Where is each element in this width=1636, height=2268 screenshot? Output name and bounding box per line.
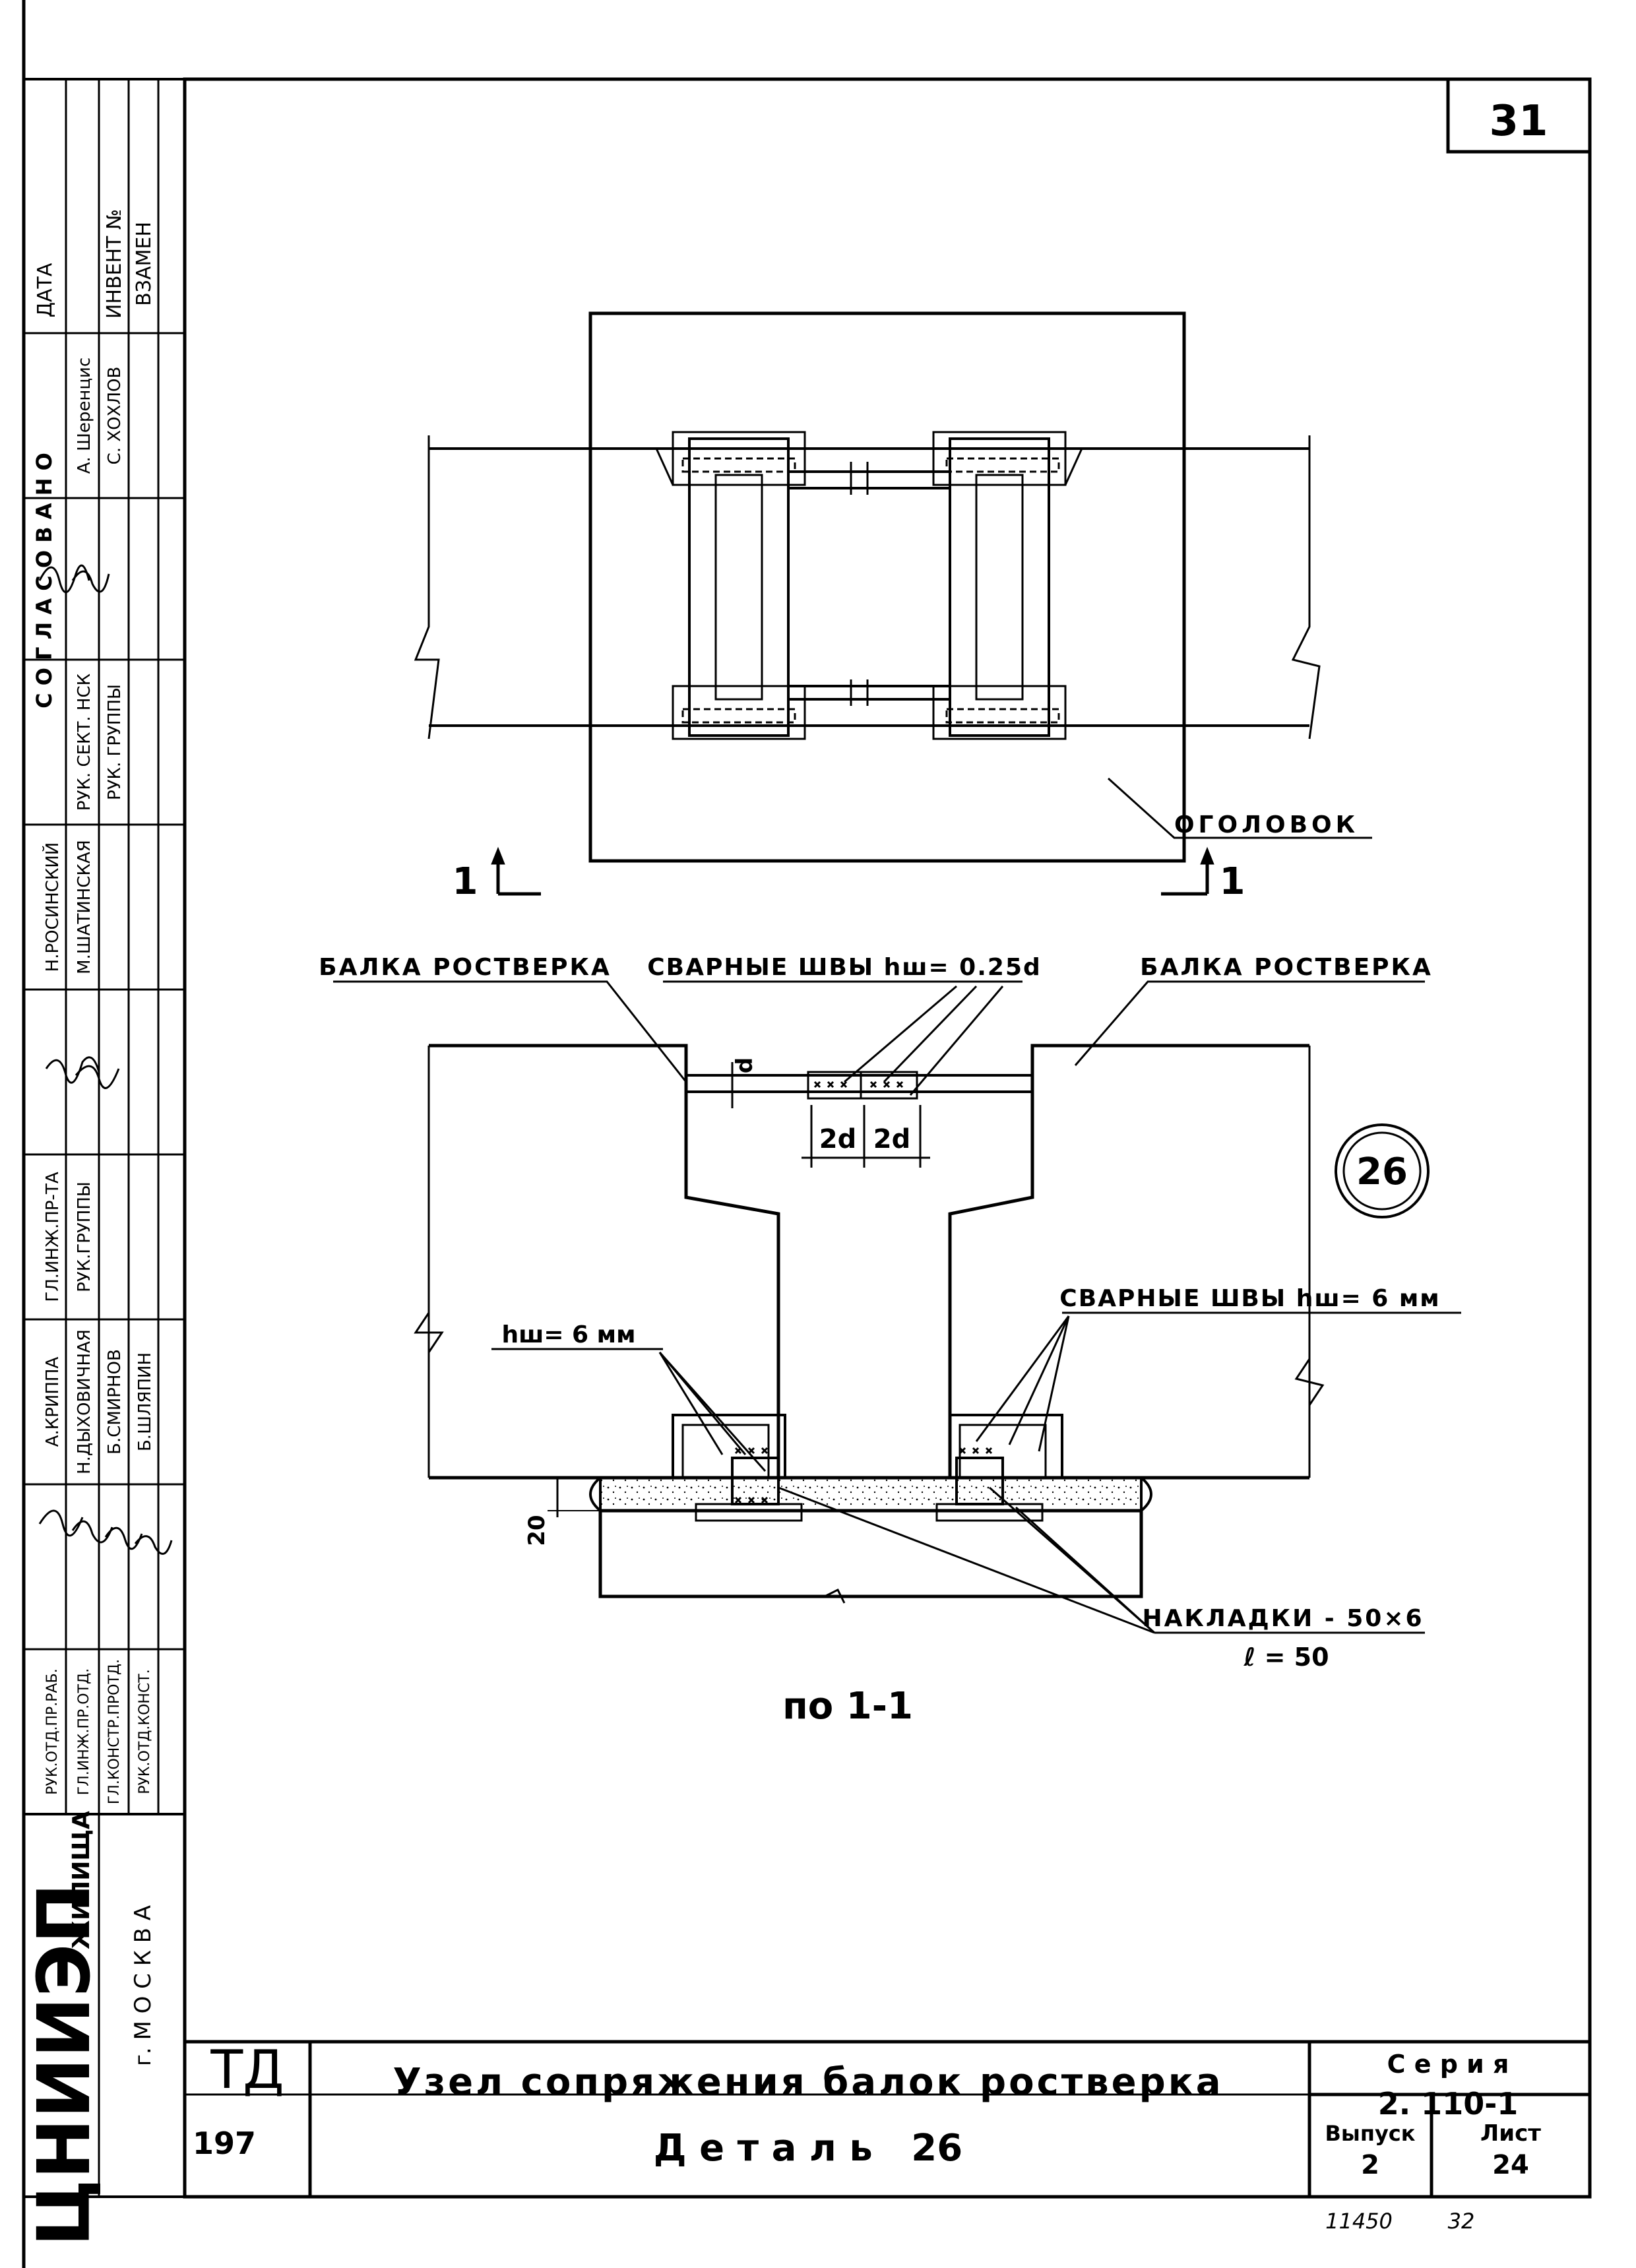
series-value: 2. 110-1 — [1378, 2086, 1519, 2122]
stamp-name-b-1: Н.РОСИНСКИЙ — [42, 842, 63, 972]
stamp-replace-header: ВЗАМЕН — [133, 222, 156, 306]
section-mark-left-label: 1 — [453, 860, 478, 903]
plates-label-2: ℓ = 50 — [1243, 1643, 1329, 1672]
page-number: 31 — [1489, 97, 1548, 146]
stamp-role-b-2: РУК.ГРУППЫ — [75, 1181, 94, 1292]
section-mark-right-label: 1 — [1220, 860, 1245, 903]
weld-marks — [734, 1081, 993, 1504]
stamp-role-a-3: ГЛ.КОНСТР.ПРОТД. — [106, 1659, 123, 1804]
signatures — [38, 564, 173, 1555]
weld-top-label: СВАРНЫЕ ШВЫ hш= 0.25d — [647, 954, 1042, 981]
stamp-role-a-4: РУК.ОТД.КОНСТ. — [137, 1669, 153, 1794]
plates-label-1: НАКЛАДКИ - 50×6 — [1142, 1605, 1424, 1632]
org-suffix: ЖИЛИЩА — [68, 1811, 95, 1949]
beam-outline — [429, 1044, 1309, 1478]
stamp-role-b-1: ГЛ.ИНЖ.ПР-ТА — [43, 1172, 63, 1302]
weld-left-label: hш= 6 мм — [502, 1321, 636, 1348]
bottom-note-left: 11450 — [1325, 2209, 1393, 2234]
dim-2d-left: 2d — [819, 1124, 856, 1154]
beam-right-label: БАЛКА РОСТВЕРКА — [1140, 954, 1433, 981]
section-caption: по 1-1 — [782, 1685, 913, 1728]
section-mark-right — [1161, 846, 1214, 896]
title-code: ТД — [210, 2039, 284, 2100]
stamp-name-b-2: М.ШАТИНСКАЯ — [75, 840, 94, 974]
stamp-date-header: ДАТА — [34, 263, 57, 317]
series-label: С е р и я — [1387, 2050, 1509, 2079]
head-label: ОГОЛОВОК — [1174, 811, 1359, 838]
stamp-role-a-2: ГЛ.ИНЖ.ПР.ОТД. — [76, 1668, 92, 1795]
issue-label: Выпуск — [1325, 2121, 1416, 2146]
org-city: г. М О С К В А — [130, 1905, 156, 2066]
page-number-box: 31 — [1446, 77, 1592, 154]
drawing-title: Узел сопряжения балок ростверка — [393, 2061, 1223, 2104]
org-block: ЦНИИЭП ЖИЛИЩА г. М О С К В А — [22, 1811, 156, 2247]
bottom-note-right: 32 — [1448, 2209, 1475, 2234]
stamp-agreed-role-2: РУК. ГРУППЫ — [105, 684, 125, 800]
stamp-agreed-name-1: А. Шеренцис — [75, 358, 94, 474]
stamp-name-a-4: Б.ШЛЯПИН — [135, 1352, 155, 1451]
sheet-label: Лист — [1480, 2120, 1541, 2147]
pile-head-outline — [588, 311, 1186, 863]
stamp-name-a-1: А.КРИППА — [43, 1357, 63, 1447]
beam-left-label: БАЛКА РОСТВЕРКА — [319, 954, 612, 981]
side-stamp — [22, 78, 186, 2198]
sheet-value: 24 — [1492, 2150, 1529, 2180]
detail-number: 26 — [1356, 1150, 1408, 1193]
dim-2d-right: 2d — [873, 1124, 910, 1154]
plan-view — [414, 311, 1372, 863]
d-mark: d — [732, 1057, 758, 1073]
stamp-role-a-1: РУК.ОТД.ПР.РАБ. — [44, 1668, 61, 1794]
stamp-agreed-role-1: РУК. СЕКТ. НСК — [75, 674, 94, 811]
section-view — [333, 980, 1461, 1634]
org-name: ЦНИИЭП — [22, 1883, 106, 2246]
stamp-name-a-3: Б.СМИРНОВ — [105, 1349, 125, 1455]
stamp-name-a-2: Н.ДЫХОВИЧНАЯ — [75, 1329, 94, 1474]
title-number: 197 — [193, 2126, 256, 2161]
section-mark-left — [491, 846, 541, 896]
stamp-invent-header: ИНВЕНТ № — [103, 209, 126, 319]
title-block-frame — [185, 2040, 1590, 2197]
stamp-agreed-title: С О Г Л А С О В А Н О — [32, 453, 57, 709]
dim-20: 20 — [524, 1515, 550, 1546]
issue-value: 2 — [1361, 2150, 1379, 2180]
stamp-agreed-name-2: С. ХОХЛОВ — [105, 367, 125, 465]
drawing-subtitle: Д е т а л ь 26 — [654, 2127, 962, 2170]
detail-callout: 26 — [1335, 1123, 1430, 1218]
weld-right-label: СВАРНЫЕ ШВЫ hш= 6 мм — [1059, 1285, 1440, 1312]
